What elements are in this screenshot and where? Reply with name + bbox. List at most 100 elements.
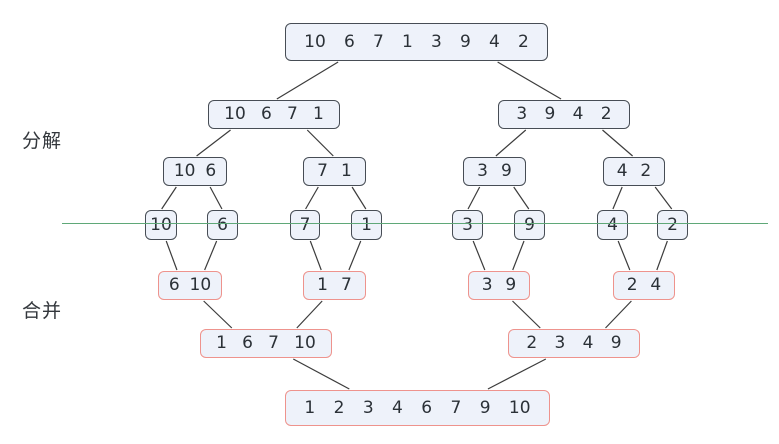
array-value: 4 (650, 275, 662, 295)
array-value: 9 (505, 275, 517, 295)
array-value: 1 (216, 333, 227, 353)
array-value: 3 (462, 214, 473, 235)
array-value: 1 (341, 161, 352, 181)
connector-line (296, 300, 323, 329)
array-value: 6 (421, 397, 433, 418)
connector-line (497, 61, 562, 100)
array-value: 1 (304, 397, 316, 418)
array-value: 10 (304, 31, 326, 52)
connector-line (348, 240, 362, 271)
array-value: 2 (667, 214, 678, 235)
array-value: 6 (168, 275, 180, 295)
array-value: 3 (554, 333, 566, 353)
connector-line (204, 240, 218, 271)
array-value: 3 (481, 275, 493, 295)
array-value: 10 (173, 161, 196, 181)
connector-line (612, 186, 623, 210)
array-value: 2 (333, 397, 345, 418)
array-value: 10 (189, 275, 212, 295)
array-value: 9 (479, 397, 491, 418)
array-value: 9 (459, 31, 471, 52)
connector-line (351, 186, 367, 210)
array-value: 2 (600, 104, 612, 124)
array-value: 3 (430, 31, 442, 52)
connector-line (512, 240, 525, 271)
array-node-7: 7 (290, 210, 320, 240)
array-node-9: 9 (514, 210, 545, 240)
array-value: 3 (516, 104, 528, 124)
array-value: 6 (242, 333, 253, 353)
array-value: 2 (626, 275, 638, 295)
array-node-6: 6 (207, 210, 238, 240)
array-value: 1 (361, 214, 372, 235)
connector-line (512, 300, 541, 329)
connector-line (467, 186, 481, 210)
array-value: 6 (205, 161, 217, 181)
connector-line (654, 186, 673, 210)
array-value: 3 (362, 397, 374, 418)
array-value: 3 (477, 161, 488, 181)
connector-line (487, 358, 547, 390)
array-value: 1 (317, 275, 328, 295)
array-value: 4 (392, 397, 403, 418)
array-value: 2 (526, 333, 538, 353)
array-value: 2 (517, 31, 529, 52)
array-value: 1 (312, 104, 324, 124)
array-value: 7 (450, 397, 462, 418)
array-value: 9 (501, 161, 512, 181)
array-node-10-6: 10 6 (163, 157, 227, 186)
connector-line (605, 300, 632, 329)
array-value: 4 (616, 161, 628, 181)
connector-line (472, 240, 486, 271)
array-value: 7 (299, 214, 311, 235)
array-value: 2 (640, 161, 652, 181)
array-value: 7 (341, 275, 352, 295)
phase-label-merge: 合并 (22, 300, 63, 322)
array-node-2: 2 (657, 210, 688, 240)
array-value: 4 (488, 31, 500, 52)
connector-line (309, 240, 322, 271)
connector-line (602, 129, 633, 157)
connector-line (209, 186, 223, 210)
array-value: 10 (224, 104, 246, 124)
connector-line (203, 300, 233, 329)
phase-label-decompose: 分解 (22, 130, 63, 152)
connector-line (276, 61, 339, 100)
connector-line (306, 129, 334, 157)
array-value: 9 (524, 214, 535, 235)
connector-line (656, 240, 668, 271)
array-value: 6 (343, 31, 355, 52)
array-value: 10 (150, 214, 172, 235)
array-value: 9 (610, 333, 622, 353)
array-value: 7 (372, 31, 384, 52)
array-value: 7 (268, 333, 279, 353)
array-value: 10 (508, 397, 531, 418)
array-value: 6 (260, 104, 272, 124)
connector-line (196, 129, 231, 157)
array-value: 7 (317, 161, 328, 181)
connector-line (617, 240, 631, 271)
connector-line (513, 186, 530, 210)
connector-line (305, 186, 319, 210)
array-value: 10 (294, 333, 316, 353)
array-value: 4 (607, 214, 618, 235)
array-node-4: 4 (597, 210, 628, 240)
array-value: 4 (572, 104, 584, 124)
array-value: 7 (286, 104, 298, 124)
array-node-3: 3 (452, 210, 483, 240)
connector-line (495, 129, 527, 157)
connector-line (292, 358, 350, 390)
connector-line (165, 240, 178, 271)
